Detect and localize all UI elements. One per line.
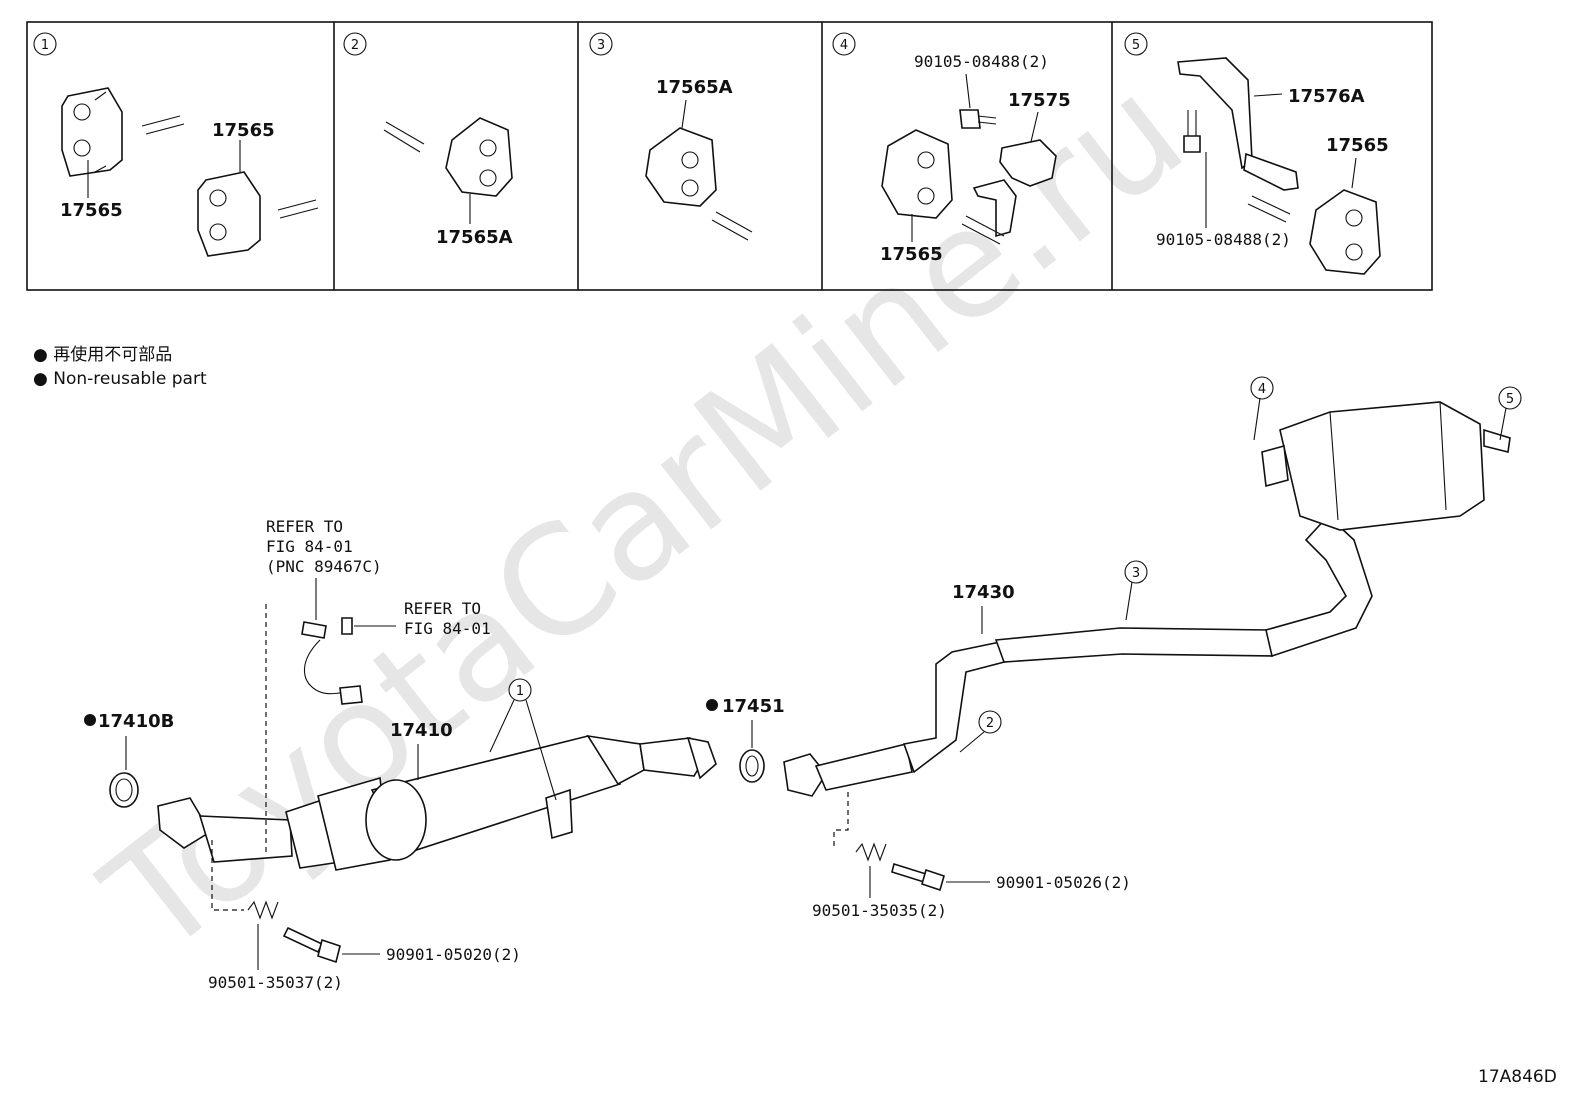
inset-1-label-a: 17565 <box>60 200 123 221</box>
inset-2-label: 17565A <box>436 227 513 248</box>
part-90501-35035-label: 90501-35035(2) <box>812 901 947 920</box>
inset-5-label-rubber: 17565 <box>1326 135 1389 156</box>
callout-1: 1 <box>516 684 524 699</box>
spring-icon <box>247 900 279 920</box>
hanger-rubber-icon <box>445 117 513 197</box>
inset-2: 2 17565A <box>343 32 513 248</box>
pin-icon <box>277 199 319 219</box>
inset-1-number: 1 <box>41 38 49 53</box>
bracket-icon <box>1177 57 1299 191</box>
part-90501-35037-label: 90501-35037(2) <box>208 973 343 992</box>
inset-3-number: 3 <box>597 38 605 53</box>
inset-5: 5 17576A 90105-08488(2) 17565 <box>1124 32 1389 275</box>
inset-4-label-bracket: 17575 <box>1008 90 1071 111</box>
bolt-icon <box>891 862 945 892</box>
part-17451-label: 17451 <box>722 696 785 717</box>
spring-icon <box>855 842 887 862</box>
muffler-icon <box>1261 401 1511 531</box>
part-90901-05026-label: 90901-05026(2) <box>996 873 1131 892</box>
clip-icon <box>341 617 353 635</box>
pin-icon <box>141 115 185 135</box>
refer2-line1: REFER TO <box>404 599 481 618</box>
bolt-icon <box>959 109 981 129</box>
inset-1: 1 17565 17565 <box>33 32 319 257</box>
inset-5-number: 5 <box>1132 38 1140 53</box>
diagram-code: 17A846D <box>1478 1067 1557 1087</box>
hanger-rubber-icon <box>881 129 953 219</box>
pin-icon <box>961 215 1005 245</box>
oxygen-sensor-icon <box>301 621 327 639</box>
refer1-line2: FIG 84-01 <box>266 537 353 556</box>
callout-3: 3 <box>1132 566 1140 581</box>
legend-jp: ● 再使用不可部品 <box>33 344 172 365</box>
inset-4-number: 4 <box>840 38 848 53</box>
connector-icon <box>339 685 363 705</box>
inset-panel <box>26 21 1433 291</box>
inset-4-label-rubber: 17565 <box>880 244 943 265</box>
refer1-line1: REFER TO <box>266 517 343 536</box>
hanger-rubber-icon <box>645 127 717 207</box>
inset-4-label-bolt: 90105-08488(2) <box>914 52 1049 71</box>
hanger-bracket <box>545 788 573 840</box>
part-17410B-label: 17410B <box>98 711 174 732</box>
inset-3: 3 17565A <box>589 32 753 241</box>
refer2-line2: FIG 84-01 <box>404 619 491 638</box>
callout-2: 2 <box>986 716 994 731</box>
hanger-rubber-icon <box>1309 189 1381 275</box>
inset-4: 4 90105-08488(2) 17575 17565 <box>832 32 1071 265</box>
bolt-icon <box>282 926 341 964</box>
part-90901-05020-label: 90901-05020(2) <box>386 945 521 964</box>
inset-3-label: 17565A <box>656 77 733 98</box>
non-reusable-dot <box>706 699 718 711</box>
inset-5-label-bracket: 17576A <box>1288 86 1365 107</box>
front-pipe-17410-icon <box>157 734 717 871</box>
non-reusable-dot <box>84 714 96 726</box>
inset-1-label-b: 17565 <box>212 120 275 141</box>
hanger-rubber-icon <box>61 87 123 177</box>
pin-icon <box>711 211 753 241</box>
gasket-17451-icon <box>739 749 765 783</box>
part-17430-label: 17430 <box>952 582 1015 603</box>
gasket-17410B-icon <box>109 772 139 808</box>
pin-icon <box>1247 195 1291 223</box>
legend-en: ● Non-reusable part <box>33 369 207 389</box>
refer1-line3: (PNC 89467C) <box>266 557 382 576</box>
pin-icon <box>383 121 425 153</box>
hanger-rubber-icon <box>197 171 261 257</box>
inset-5-label-bolt: 90105-08488(2) <box>1156 230 1291 249</box>
tail-pipe-17430-icon <box>783 514 1373 797</box>
bolt-icon <box>1183 135 1201 153</box>
callout-4: 4 <box>1258 382 1266 397</box>
inset-2-number: 2 <box>351 38 359 53</box>
bracket-icon <box>972 139 1057 238</box>
callout-5: 5 <box>1506 392 1514 407</box>
part-17410-label: 17410 <box>390 720 453 741</box>
